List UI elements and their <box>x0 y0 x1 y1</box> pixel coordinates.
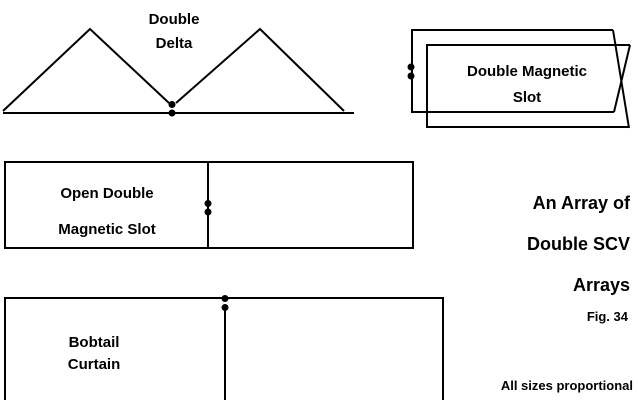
double-delta-left-triangle <box>2 27 170 112</box>
double-delta-label-line1: Double <box>148 11 200 28</box>
bobtail-curtain-diagram <box>4 295 444 400</box>
open-double-magnetic-slot-label: Open Double Magnetic Slot <box>58 176 156 248</box>
double-magnetic-slot-label-line1: Double Magnetic <box>466 63 588 80</box>
bobtail-curtain-label-line2: Curtain <box>67 356 121 373</box>
back-slot-outline <box>411 29 614 113</box>
feedpoint-dot <box>407 63 415 71</box>
feedpoint-dot <box>204 208 212 216</box>
feedpoint-dot <box>407 72 415 80</box>
feedpoint-dot <box>221 295 229 302</box>
feedpoint-dot <box>221 304 229 311</box>
bobtail-curtain-label-line1: Bobtail <box>68 334 120 351</box>
caption-line-2: Double SCV <box>526 234 630 254</box>
double-delta-label: Double Delta <box>149 8 200 56</box>
crossed-edge <box>613 44 631 113</box>
double-delta-label-line2: Delta <box>155 35 193 52</box>
double-magnetic-slot-label-line2: Slot <box>512 89 542 106</box>
front-slot-outline <box>426 44 630 128</box>
caption-line-3: Arrays <box>572 275 630 295</box>
figure-number: Fig. 34 <box>586 309 628 324</box>
figure-caption: An Array of Double SCV Arrays <box>527 183 630 306</box>
feedpoint-dot <box>204 200 212 207</box>
open-double-magnetic-slot-label-line1: Open Double <box>60 185 154 202</box>
proportional-note: All sizes proportional <box>500 378 633 393</box>
double-delta-diagram <box>2 27 354 117</box>
bobtail-curtain-label: Bobtail Curtain <box>68 332 121 376</box>
caption-line-1: An Array of <box>532 193 630 213</box>
double-delta-right-triangle <box>175 27 345 112</box>
feedpoint-dot <box>168 109 176 117</box>
feedpoint-dot <box>168 101 176 108</box>
open-double-magnetic-slot-diagram <box>4 161 414 249</box>
open-double-magnetic-slot-label-line2: Magnetic Slot <box>58 221 156 238</box>
double-magnetic-slot-diagram <box>407 29 631 129</box>
double-magnetic-slot-label: Double Magnetic Slot <box>467 59 587 111</box>
